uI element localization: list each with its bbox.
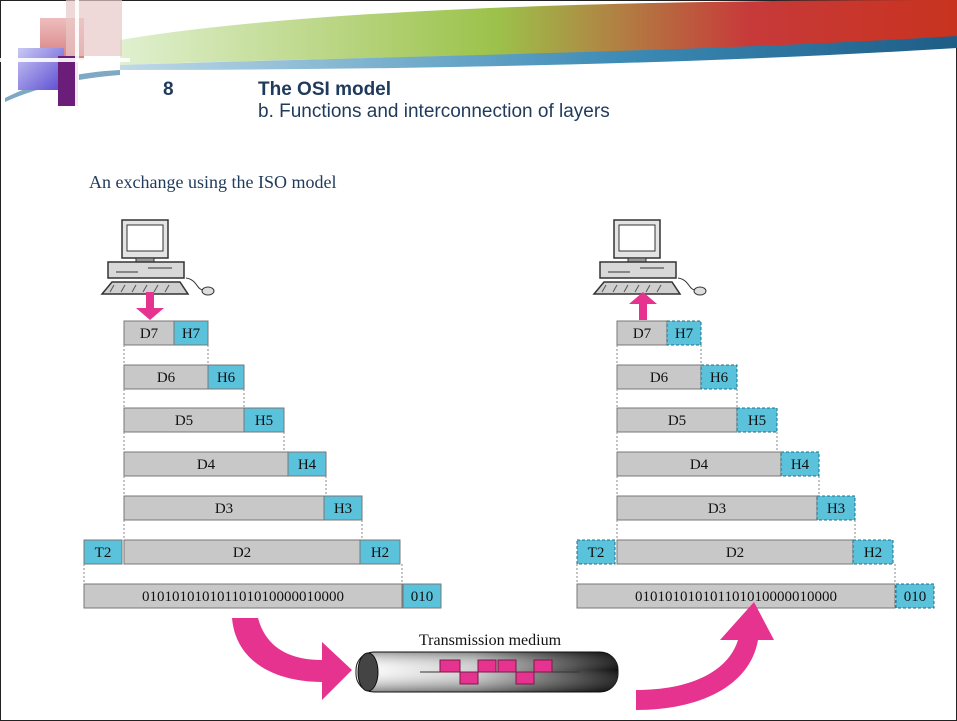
receiver-data-label: D6 — [650, 370, 669, 386]
sender-header-h2 — [359, 539, 401, 565]
header-decoration — [0, 0, 957, 108]
signal-pulse — [439, 659, 461, 673]
receiver-bitstream-label: 010101010101101010000010000 — [635, 589, 837, 605]
transmission-medium: Transmission medium — [232, 602, 774, 710]
receiver-data-d3 — [616, 495, 818, 521]
sender-header-label: H3 — [334, 501, 352, 517]
receiver-data-label: D2 — [726, 545, 744, 561]
signal-pulse — [477, 659, 497, 673]
receiver-data-d4 — [616, 451, 782, 477]
curved-arrow-out-icon — [636, 602, 774, 710]
receiver-trailer-label: T2 — [588, 545, 605, 561]
receiver-header-label: H6 — [710, 370, 729, 386]
sender-data-d7 — [123, 320, 175, 346]
sender-header-h4 — [287, 451, 327, 477]
slide-title: The OSI model — [258, 79, 392, 100]
receiver-header-label: H5 — [748, 413, 766, 429]
sender-header-label: H7 — [182, 326, 201, 342]
sender-data-d3 — [123, 495, 325, 521]
sender-bits-tail-label: 010 — [411, 589, 434, 605]
signal-pulse — [459, 671, 479, 685]
receiver-header-h3 — [816, 495, 856, 521]
down-arrow-icon — [136, 292, 164, 320]
sender-data-label: D4 — [197, 457, 216, 473]
sender-header-label: H2 — [371, 545, 389, 561]
receiver-trailer-t2 — [576, 539, 616, 565]
receiver-header-label: H2 — [864, 545, 882, 561]
sender-data-label: D5 — [175, 413, 193, 429]
sender-data-label: D2 — [233, 545, 251, 561]
sender-header-h3 — [323, 495, 363, 521]
receiver-header-h7 — [666, 320, 702, 346]
sender-trailer-label: T2 — [95, 545, 112, 561]
receiver-data-label: D7 — [633, 326, 652, 342]
sender-header-h7 — [173, 320, 209, 346]
receiver-data-label: D3 — [708, 501, 726, 517]
sender-bitstream-label: 010101010101101010000010000 — [142, 589, 344, 605]
sender-data-d2 — [123, 539, 361, 565]
receiver-header-h2 — [852, 539, 894, 565]
sender-computer-icon — [100, 219, 215, 296]
receiver-bits-tail-label: 010 — [904, 589, 927, 605]
sender-header-h5 — [243, 407, 285, 433]
up-arrow-icon — [629, 292, 657, 320]
sender-bitstream — [83, 583, 403, 609]
sender-data-label: D7 — [140, 326, 159, 342]
receiver-bitstream — [576, 583, 896, 609]
receiver-header-label: H3 — [827, 501, 845, 517]
receiver-data-label: D4 — [690, 457, 709, 473]
receiver-bits-tail — [895, 583, 935, 609]
sender-data-d4 — [123, 451, 289, 477]
sender-header-label: H4 — [298, 457, 317, 473]
signal-pulse — [533, 659, 553, 673]
slide-subtitle: b. Functions and interconnection of laye… — [258, 101, 610, 122]
medium-tube-end — [357, 652, 379, 692]
sender-header-h6 — [207, 364, 245, 390]
sender-header-label: H5 — [255, 413, 273, 429]
sender-data-label: D3 — [215, 501, 233, 517]
sender-trailer-t2 — [83, 539, 123, 565]
receiver-header-label: H4 — [791, 457, 810, 473]
sender-bits-tail — [402, 583, 442, 609]
receiver-data-d2 — [616, 539, 854, 565]
sender-header-label: H6 — [217, 370, 236, 386]
receiver-data-label: D5 — [668, 413, 686, 429]
receiver-data-d7 — [616, 320, 668, 346]
sender-data-label: D6 — [157, 370, 176, 386]
receiver-header-h5 — [736, 407, 778, 433]
receiver-header-h6 — [700, 364, 738, 390]
signal-pulse — [515, 671, 535, 685]
slide-number: 8 — [163, 79, 174, 100]
signal-pulses — [420, 659, 580, 685]
receiver-computer-icon — [592, 219, 707, 296]
receiver-data-d5 — [616, 407, 738, 433]
receiver-header-h4 — [780, 451, 820, 477]
diagram-caption: An exchange using the ISO model — [89, 172, 337, 192]
medium-label: Transmission medium — [419, 632, 562, 649]
signal-pulse — [497, 659, 517, 673]
receiver-header-label: H7 — [675, 326, 694, 342]
curved-arrow-in-icon — [232, 618, 352, 700]
